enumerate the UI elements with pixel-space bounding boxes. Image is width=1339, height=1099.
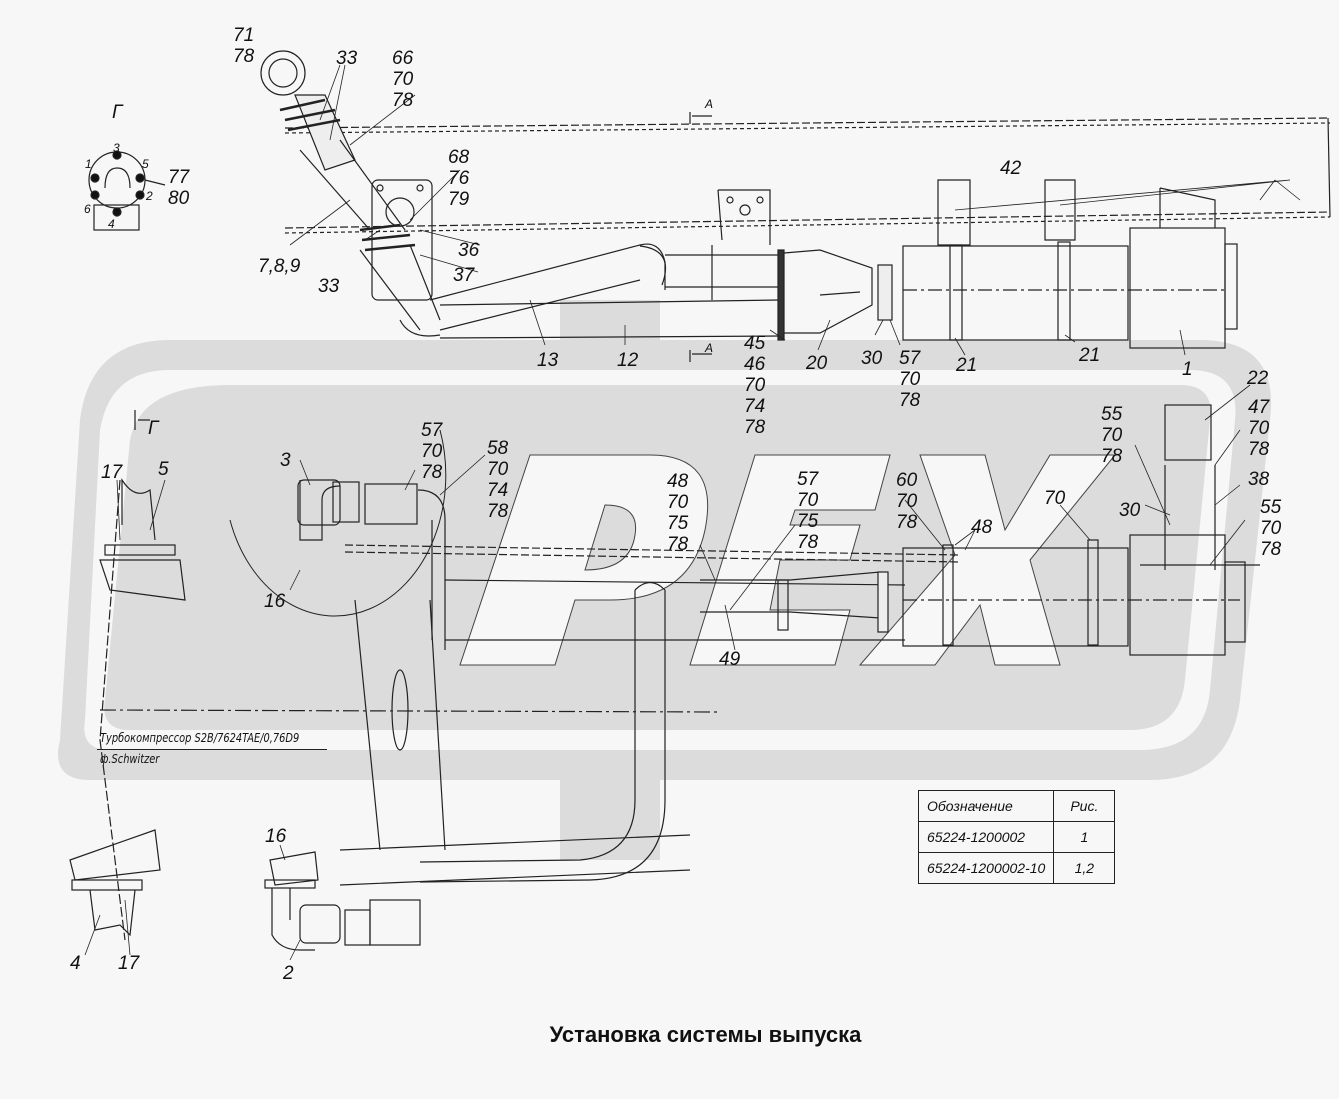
- designation-cell: 65224-1200002: [917, 821, 1055, 853]
- designation-table: Обозначение Рис. 65224-1200002 1 65224-1…: [917, 790, 1116, 884]
- muffler-top: [877, 179, 1238, 349]
- side-view-muffler: [700, 404, 1260, 656]
- callout-37: 37: [453, 265, 475, 286]
- bolt-number: 3: [113, 141, 120, 155]
- callout-57-70-75-78: 57 70 75 78: [797, 469, 819, 553]
- pipe-13: [429, 243, 667, 331]
- callout-36: 36: [458, 240, 480, 261]
- callout-58-70-74-78: 58 70 74 78: [487, 438, 509, 522]
- callout-1: 1: [1182, 359, 1193, 380]
- bolt-number: 5: [142, 157, 149, 171]
- bolt-number: 6: [84, 202, 91, 216]
- callout-2: 2: [283, 963, 294, 984]
- callout-42: 42: [1000, 158, 1022, 179]
- bolt-number: 4: [108, 217, 115, 231]
- callout-21-left: 21: [956, 355, 978, 376]
- callout-45-46-70-74-78: 45 46 70 74 78: [744, 333, 766, 438]
- callout-71-78: 71 78: [233, 25, 255, 67]
- figure-cell: 1: [1053, 821, 1116, 853]
- header-designation: Обозначение: [917, 790, 1055, 822]
- turbocharger-note: Турбокомпрессор S2B/7624TAE/0,76D9: [100, 731, 300, 745]
- callout-57-70-78-top: 57 70 78: [899, 348, 921, 411]
- callout-48-70-75-78: 48 70 75 78: [667, 471, 689, 555]
- callout-47-70-78: 47 70 78: [1248, 397, 1270, 460]
- drawing-title: Установка системы выпуска: [549, 1022, 862, 1047]
- callout-66-70-78: 66 70 78: [392, 48, 414, 111]
- flange-details: [69, 150, 421, 951]
- downpipe-top: [260, 50, 441, 337]
- callout-7-8-9: 7,8,9: [258, 256, 301, 277]
- watermark-letter-p: [459, 454, 709, 666]
- callout-22: 22: [1247, 368, 1269, 389]
- cone-20: [783, 249, 873, 334]
- callout-33-bottom: 33: [318, 276, 340, 297]
- table-row: 65224-1200002 1: [917, 821, 1116, 853]
- callout-16-top: 16: [264, 591, 286, 612]
- callout-55-70-78-right: 55 70 78: [1260, 497, 1282, 560]
- callout-13: 13: [537, 350, 559, 371]
- table-row: 65224-1200002-10 1,2: [917, 852, 1116, 884]
- view-marker-g-arrow: Г: [148, 418, 159, 439]
- callout-21-right: 21: [1079, 345, 1101, 366]
- bolt-number: 1: [85, 157, 92, 171]
- callout-60-70-78: 60 70 78: [896, 470, 918, 533]
- callout-55-70-78-left: 55 70 78: [1101, 404, 1123, 467]
- callout-30-bottom: 30: [1119, 500, 1141, 521]
- callout-30-top: 30: [861, 348, 883, 369]
- pipe-12: [439, 189, 785, 341]
- callout-49: 49: [719, 649, 741, 670]
- view-marker-g: Г: [112, 102, 123, 123]
- callout-17-top: 17: [101, 462, 123, 483]
- callout-33-top: 33: [336, 48, 358, 69]
- callout-77-80: 77 80: [168, 167, 190, 209]
- watermark-gear-tooth: [560, 780, 660, 860]
- callout-16-bottom: 16: [265, 826, 287, 847]
- table-header-row: Обозначение Рис.: [917, 790, 1116, 822]
- callout-38: 38: [1248, 469, 1270, 490]
- designation-cell: 65224-1200002-10: [917, 852, 1055, 884]
- callout-12: 12: [617, 350, 639, 371]
- manufacturer-note: ф.Schwitzer: [100, 752, 160, 766]
- note-underline: [97, 749, 327, 750]
- callout-68-76-79: 68 76 79: [448, 147, 470, 210]
- callout-4: 4: [70, 953, 81, 974]
- leader-lines: [84, 64, 1301, 961]
- callout-70: 70: [1044, 488, 1066, 509]
- callout-17-bottom: 17: [118, 953, 140, 974]
- figure-cell: 1,2: [1053, 852, 1116, 884]
- section-marker-a-top: А: [705, 97, 714, 111]
- side-view-pipes: [99, 429, 961, 886]
- bolt-number: 2: [146, 189, 153, 203]
- section-marker-a-bottom: А: [705, 341, 714, 355]
- header-figure: Рис.: [1053, 790, 1116, 822]
- frame-rail-top: [284, 112, 1331, 362]
- callout-57-70-78-mid: 57 70 78: [421, 420, 443, 483]
- callout-48-right: 48: [971, 517, 993, 538]
- watermark-letter-x: [858, 454, 1117, 666]
- callout-20: 20: [806, 353, 828, 374]
- callout-5: 5: [158, 459, 169, 480]
- callout-3: 3: [280, 450, 291, 471]
